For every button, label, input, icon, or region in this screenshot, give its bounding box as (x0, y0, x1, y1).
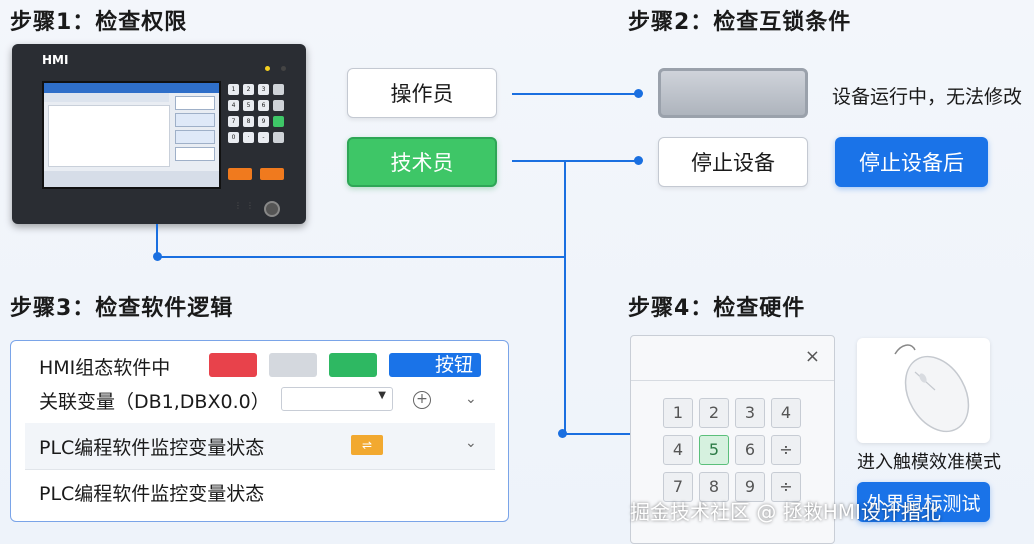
keypad-key[interactable]: 8 (699, 472, 729, 502)
keypad-key-selected[interactable]: 5 (699, 435, 729, 465)
watermark: 掘金技术社区 @ 拯救HMI设计指北 (630, 500, 941, 524)
external-mouse-test-button[interactable]: 外界鼠标测试 (857, 482, 990, 522)
connector-line (564, 160, 566, 434)
close-icon[interactable]: × (804, 346, 820, 367)
hmi-key: 3 (258, 84, 269, 95)
hmi-orange-key (260, 168, 284, 180)
plc-monitor-label-2: PLC编程软件监控变量状态 (39, 483, 265, 505)
hmi-key: 9 (258, 116, 269, 127)
screen-side-button (175, 130, 215, 144)
divider (25, 469, 495, 470)
hmi-key: 0 (228, 132, 239, 143)
hmi-screen (42, 81, 221, 189)
operator-button[interactable]: 操作员 (347, 68, 497, 118)
hmi-device: HMI 1 2 3 4 5 6 7 8 9 0 · - ⋮⋮ (12, 44, 306, 224)
keypad-key[interactable]: 6 (735, 435, 765, 465)
keypad-key[interactable]: 3 (735, 398, 765, 428)
hmi-config-label: HMI组态软件中 (39, 357, 171, 379)
connector-line (156, 256, 566, 258)
hmi-key: 7 (228, 116, 239, 127)
keypad-key[interactable]: 1 (663, 398, 693, 428)
keypad-key[interactable]: 4 (663, 435, 693, 465)
hmi-key: 5 (243, 100, 254, 111)
hmi-label: HMI (42, 53, 69, 67)
plc-monitor-label-1: PLC编程软件监控变量状态 (39, 437, 265, 459)
chevron-down-icon[interactable]: ⌄ (465, 391, 477, 407)
mouse-icon (894, 344, 970, 433)
keypad-window: × 1 2 3 4 4 5 6 ÷ 7 8 9 ÷ (630, 335, 835, 544)
connector-dot (558, 429, 567, 438)
screen-bottombar (44, 171, 219, 187)
technician-button[interactable]: 技术员 (347, 137, 497, 187)
caret-down-icon: ▼ (378, 390, 386, 401)
plus-circle-icon[interactable]: + (413, 391, 431, 409)
keypad-key[interactable]: ÷ (771, 435, 801, 465)
hmi-leds (259, 56, 286, 75)
hmi-orange-key (228, 168, 252, 180)
led-yellow-icon (264, 66, 270, 71)
disabled-gray-button (658, 68, 808, 118)
step3-title: 步骤3：检查软件逻辑 (10, 296, 234, 321)
button-swatch-blue[interactable]: 按钮 (389, 353, 481, 377)
screen-side-button (175, 147, 215, 161)
keypad-key[interactable]: 2 (699, 398, 729, 428)
connector-line (564, 433, 639, 435)
hmi-key: - (258, 132, 269, 143)
hmi-key (273, 84, 284, 95)
hmi-key: 6 (258, 100, 269, 111)
connector-line (156, 224, 158, 258)
swatch-gray (269, 353, 317, 377)
screen-titlebar (44, 83, 219, 93)
after-stop-button[interactable]: 停止设备后 (835, 137, 988, 187)
mouse-card (857, 338, 990, 443)
screen-content-area (48, 105, 170, 167)
hmi-key: · (243, 132, 254, 143)
stop-device-button[interactable]: 停止设备 (658, 137, 808, 187)
running-warning-text: 设备运行中，无法修改 (832, 86, 1023, 108)
keypad-key[interactable]: 9 (735, 472, 765, 502)
connector-dot (634, 156, 643, 165)
keypad-key[interactable]: 4 (771, 398, 801, 428)
hmi-key (273, 132, 284, 143)
hmi-key: 2 (243, 84, 254, 95)
screen-side-button (175, 113, 215, 127)
variable-dropdown[interactable]: ▼ (281, 387, 393, 411)
step4-title: 步骤4：检查硬件 (628, 296, 806, 321)
hmi-indicator-dots: ⋮⋮ (234, 201, 258, 210)
monitor-row-band (25, 423, 495, 469)
connector-line (512, 93, 638, 95)
software-logic-panel: HMI组态软件中 按钮 关联变量（DB1,DBX0.0） ▼ + ⌄ PLC编程… (10, 340, 509, 522)
window-divider (631, 380, 834, 381)
linked-variable-label: 关联变量（DB1,DBX0.0） (39, 391, 270, 413)
hmi-key: 8 (243, 116, 254, 127)
swatch-red (209, 353, 257, 377)
screen-tabbar (44, 93, 169, 102)
signal-tag-icon: ⇌ (351, 435, 383, 455)
mouse-caption: 进入触模效准模式 (857, 452, 1001, 473)
hmi-key-green (273, 116, 284, 127)
hmi-key: 1 (228, 84, 239, 95)
step1-title: 步骤1：检查权限 (10, 10, 188, 35)
chevron-down-icon[interactable]: ⌄ (465, 435, 477, 451)
hmi-knob-icon (264, 201, 280, 217)
hmi-key: 4 (228, 100, 239, 111)
step2-title: 步骤2：检查互锁条件 (628, 10, 852, 35)
keypad-key[interactable]: ÷ (771, 472, 801, 502)
led-off-icon (281, 66, 286, 71)
keypad-key[interactable]: 7 (663, 472, 693, 502)
connector-dot (634, 89, 643, 98)
connector-line (512, 160, 638, 162)
swatch-green (329, 353, 377, 377)
screen-side-button (175, 96, 215, 110)
hmi-key (273, 100, 284, 111)
